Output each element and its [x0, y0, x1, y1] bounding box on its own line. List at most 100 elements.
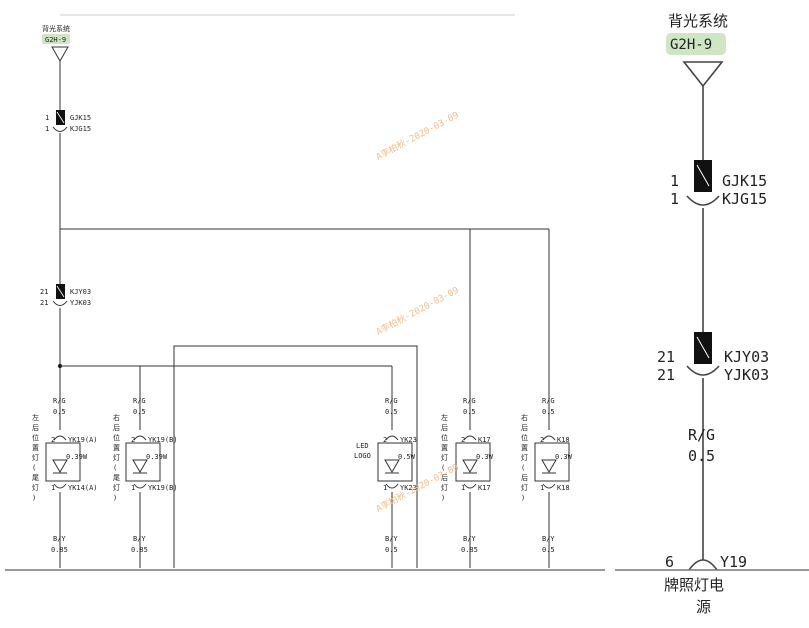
svg-text:后: 后: [521, 423, 528, 432]
lamp-box: [45, 442, 81, 482]
branch-plug-top: YK19(A): [68, 436, 98, 444]
svg-text:): ): [32, 494, 36, 502]
branch-wire-top: R/G: [53, 397, 66, 405]
branch-plug-top: YK23: [400, 436, 417, 444]
svg-text:LED: LED: [356, 442, 369, 450]
connector-2-female: YJK03: [70, 299, 91, 307]
plug-bottom-icon: [385, 483, 399, 489]
svg-text:灯: 灯: [441, 483, 448, 492]
zoom-source-code: G2H-9: [670, 37, 712, 53]
branch-pin-top: 2: [51, 436, 55, 444]
led-icon: [384, 459, 400, 473]
svg-text:): ): [521, 494, 525, 502]
branch-wire-top: R/G: [385, 397, 398, 405]
plug-bottom-icon: [133, 483, 147, 489]
branch-gauge-top: 0.5: [385, 408, 398, 416]
branch-gauge-top: 0.5: [542, 408, 555, 416]
branch-wire-bottom: B/Y: [133, 535, 146, 543]
branch-pin-top: 2: [383, 436, 387, 444]
plug-top-icon: [463, 435, 477, 441]
zoom-bottom-label-2: 源: [696, 598, 711, 616]
svg-text:灯: 灯: [521, 453, 528, 462]
zoom-source-badge: [666, 33, 726, 55]
branch-pin-top: 2: [461, 436, 465, 444]
plug-top-icon: [542, 435, 556, 441]
branch-pin-bottom: 1: [461, 484, 465, 492]
right-panel: 背光系统 G2H-9 1 1 GJK15 KJG15 21 21 KJY03 Y…: [615, 12, 809, 616]
branch-pin-top: 2: [540, 436, 544, 444]
svg-text:后: 后: [521, 473, 528, 482]
connector-socket-icon: [52, 126, 68, 132]
branch-power: 0.3W: [476, 453, 494, 461]
branch-plug-bottom: K18: [557, 484, 570, 492]
svg-text:尾: 尾: [32, 474, 39, 482]
plug-top-icon: [385, 435, 399, 441]
connector-2-male: KJY03: [70, 288, 91, 296]
led-icon: [462, 459, 478, 473]
zoom-connector-socket-icon: [686, 195, 720, 206]
svg-text:后: 后: [441, 423, 448, 432]
branch-gauge-bottom: 0.5: [542, 546, 555, 554]
branch-plug-top: K17: [478, 436, 491, 444]
svg-text:尾: 尾: [113, 474, 120, 482]
branch-pin-bottom: 1: [540, 484, 544, 492]
zoom-source-name: 背光系统: [668, 12, 728, 30]
branch-b4: R/G 0.5 2 K17 0.3W 1 K17 B/Y 0.85 左 后 位 …: [441, 397, 494, 568]
branch-wire-bottom: B/Y: [463, 535, 476, 543]
zoom-source-triangle-icon: [682, 61, 724, 88]
svg-text:(: (: [32, 464, 36, 472]
svg-text:灯: 灯: [441, 453, 448, 462]
svg-text:右: 右: [113, 413, 120, 422]
source-code: G2H-9: [45, 36, 66, 44]
connector-1-female: KJG15: [70, 125, 91, 133]
connector-2-pin-top: 21: [40, 288, 48, 296]
zoom-connector-1-pin-bottom: 1: [670, 190, 679, 208]
branch-wire-top: R/G: [133, 397, 146, 405]
svg-text:位: 位: [441, 433, 448, 442]
branch-wire-bottom: B/Y: [542, 535, 555, 543]
branch-power: 0.5W: [398, 453, 416, 461]
branch-plug-bottom: YK14(A): [68, 484, 98, 492]
branch-side-label: 左 后 位 置 灯 ( 尾 灯 ): [32, 413, 39, 502]
zoom-connector-1-male: GJK15: [722, 172, 767, 190]
branch-b2: R/G 0.5 2 YK19(B) 0.39W 1 YK19(B) B/Y 0.…: [113, 397, 178, 568]
svg-text:(: (: [441, 464, 445, 472]
svg-text:): ): [113, 494, 117, 502]
wire-return-frame: [173, 345, 418, 568]
svg-text:位: 位: [113, 433, 120, 442]
lamp-box: [125, 442, 161, 482]
branch-gauge-bottom: 0.85: [51, 546, 68, 554]
svg-text:灯: 灯: [32, 453, 39, 462]
zoom-connector-2-pin-bottom: 21: [657, 366, 675, 384]
connector-1-male: GJK15: [70, 114, 91, 122]
svg-text:LOGO: LOGO: [354, 452, 371, 460]
branch-gauge-bottom: 0.85: [131, 546, 148, 554]
lamp-box: [534, 442, 570, 482]
branch-wire-bottom: B/Y: [53, 535, 66, 543]
connector-1-pin-bottom: 1: [45, 125, 49, 133]
source-badge: [42, 34, 70, 44]
branch-side-label: LED LOGO: [354, 442, 371, 460]
branch-plug-bottom: K17: [478, 484, 491, 492]
svg-text:置: 置: [113, 444, 120, 452]
led-icon: [52, 459, 68, 473]
svg-text:后: 后: [441, 473, 448, 482]
zoom-wire-color: R/G: [688, 426, 715, 444]
branch-plug-top: YK19(B): [148, 436, 178, 444]
branch-power: 0.39W: [66, 453, 88, 461]
led-icon: [132, 459, 148, 473]
svg-text:置: 置: [441, 444, 448, 452]
zoom-bottom-plug: Y19: [720, 553, 747, 571]
zoom-wire-gauge: 0.5: [688, 447, 715, 465]
svg-text:置: 置: [521, 444, 528, 452]
svg-text:灯: 灯: [521, 483, 528, 492]
branch-b3: R/G 0.5 2 YK23 0.5W 1 YK23 B/Y 0.5 LED L…: [354, 397, 417, 568]
branch-pin-bottom: 1: [51, 484, 55, 492]
branch-gauge-top: 0.5: [463, 408, 476, 416]
branch-pin-bottom: 1: [131, 484, 135, 492]
plug-bottom-icon: [463, 483, 477, 489]
svg-text:): ): [441, 494, 445, 502]
svg-text:灯: 灯: [32, 483, 39, 492]
svg-text:置: 置: [32, 444, 39, 452]
plug-top-icon: [133, 435, 147, 441]
